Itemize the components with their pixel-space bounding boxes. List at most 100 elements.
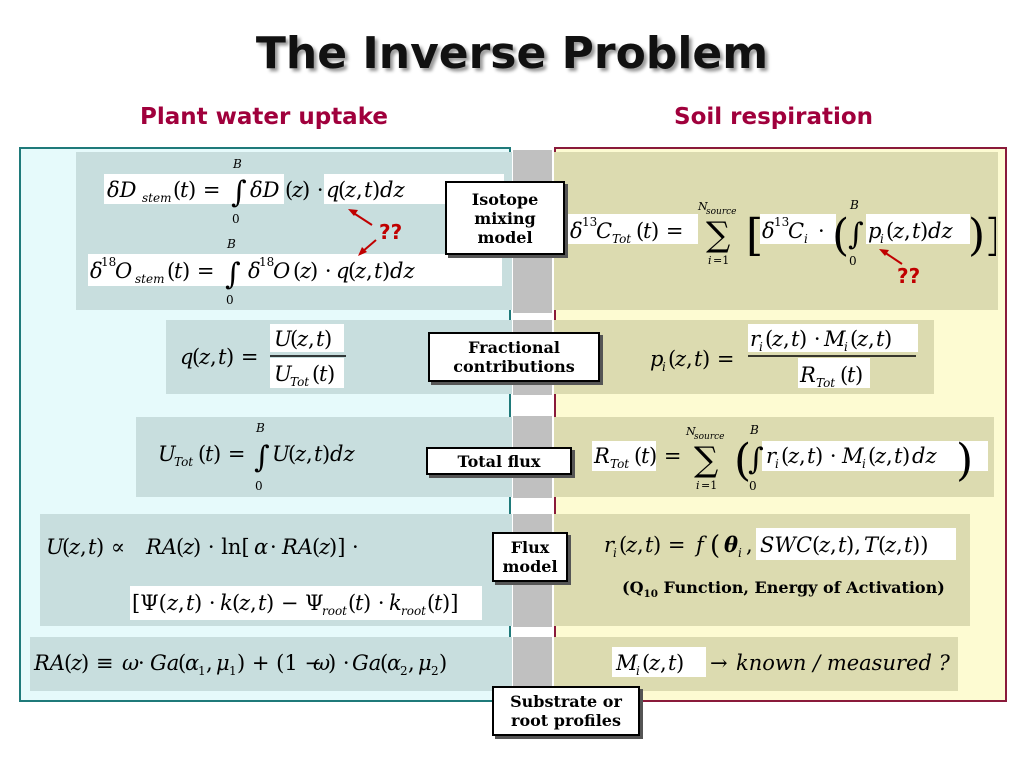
svg-text:13: 13: [582, 215, 597, 229]
svg-text:(: (: [832, 210, 849, 261]
svg-text:dz: dz: [912, 444, 937, 468]
svg-text:(: (: [288, 442, 296, 466]
svg-text:(: (: [619, 533, 627, 557]
svg-text:(: (: [176, 535, 184, 559]
page-title: The Inverse Problem: [255, 28, 769, 79]
svg-text:z: z: [182, 535, 195, 559]
svg-text:t: t: [205, 442, 214, 466]
svg-text:) =: ) =: [651, 219, 683, 243]
svg-text:=1: =1: [713, 254, 729, 267]
svg-text:Tot: Tot: [174, 455, 193, 469]
svg-text:Tot: Tot: [290, 375, 309, 389]
svg-text:(: (: [198, 442, 206, 466]
svg-text:t: t: [838, 533, 847, 557]
svg-text:t: t: [791, 327, 800, 351]
svg-text:z: z: [238, 591, 251, 615]
svg-text:t: t: [258, 591, 267, 615]
svg-text:z: z: [296, 327, 309, 351]
svg-text:z: z: [674, 347, 687, 371]
svg-text:)]: )]: [442, 591, 458, 615]
svg-text:M: M: [615, 651, 638, 675]
svg-text:μ: μ: [216, 651, 230, 675]
svg-text:) ·: ) ·: [363, 591, 385, 615]
svg-text:0: 0: [749, 479, 757, 493]
svg-text:known / measured ?: known / measured ?: [736, 651, 951, 675]
svg-text:) + (1 −: ) + (1 −: [237, 651, 322, 675]
svg-text:z: z: [70, 651, 83, 675]
svg-text:M: M: [823, 327, 846, 351]
svg-text:): ): [902, 444, 910, 468]
svg-text:) ∝: ) ∝: [96, 535, 125, 559]
svg-text:[: [: [746, 210, 763, 261]
svg-text:Tot: Tot: [610, 457, 629, 471]
svg-text:(: (: [290, 327, 298, 351]
svg-text:z: z: [884, 533, 897, 557]
svg-text:) ·: ) ·: [328, 651, 350, 675]
svg-text:,: ,: [206, 651, 213, 675]
svg-text:13: 13: [774, 215, 789, 229]
svg-text:1: 1: [229, 664, 237, 678]
svg-text:(: (: [634, 444, 642, 468]
svg-text:i: i: [738, 546, 742, 560]
svg-text:,: ,: [178, 591, 185, 615]
svg-text:source: source: [706, 207, 737, 217]
svg-text:(: (: [338, 178, 346, 202]
svg-text:t: t: [355, 591, 364, 615]
svg-text:Tot: Tot: [612, 232, 631, 246]
svg-text:) =: ) =: [649, 444, 681, 468]
svg-text:) ·: ) ·: [194, 591, 216, 615]
svg-text:)): )): [912, 533, 928, 557]
svg-text:,: ,: [366, 259, 373, 283]
svg-text:ω: ω: [313, 651, 330, 675]
svg-text:,: ,: [868, 327, 875, 351]
svg-text:): ): [676, 651, 684, 675]
svg-text:,: ,: [637, 533, 644, 557]
svg-text:·: ·: [818, 219, 825, 243]
svg-text:(: (: [348, 591, 356, 615]
isotope-mixing-model-label: Isotope mixing model: [445, 181, 565, 255]
svg-text:RA: RA: [145, 535, 177, 559]
svg-text:source: source: [694, 432, 725, 442]
svg-text:): ): [372, 178, 380, 202]
svg-text:B: B: [849, 198, 859, 212]
svg-text:(: (: [167, 259, 175, 283]
svg-text:(: (: [312, 535, 320, 559]
svg-text:t: t: [876, 327, 885, 351]
svg-text:z: z: [625, 533, 638, 557]
svg-text:z: z: [291, 178, 304, 202]
svg-text:t: t: [314, 442, 323, 466]
svg-text:z: z: [874, 444, 887, 468]
svg-text:): ): [884, 327, 892, 351]
svg-text:t: t: [434, 591, 443, 615]
svg-text:) =: ) =: [188, 178, 220, 202]
svg-text:t: t: [180, 178, 189, 202]
svg-text:t: t: [364, 178, 373, 202]
connector-strip: [513, 637, 552, 692]
svg-text:,: ,: [746, 533, 753, 557]
svg-text:): ): [324, 327, 332, 351]
svg-text:18: 18: [101, 255, 116, 269]
svg-text:z: z: [68, 535, 81, 559]
svg-text:)] ·: )] ·: [329, 535, 359, 559]
svg-text:) =: ) =: [226, 345, 258, 369]
svg-text:M: M: [841, 444, 864, 468]
svg-text:B: B: [749, 423, 759, 437]
svg-text:,: ,: [783, 327, 790, 351]
u-flux-equation: U(z,t) ∝ RA(z) · ln[α·RA(z)] · [Ψ(z,t) ·…: [46, 535, 482, 620]
svg-text:,: ,: [306, 442, 313, 466]
fractional-contributions-label: Fractional contributions: [428, 332, 600, 382]
svg-text:i: i: [804, 232, 808, 246]
svg-text:q: q: [336, 259, 349, 283]
svg-text:): ): [439, 651, 447, 675]
svg-text:·: ·: [138, 651, 145, 675]
svg-text:) ≡: ) ≡: [81, 651, 113, 675]
svg-text:r: r: [766, 444, 778, 468]
svg-text:dz: dz: [380, 178, 405, 202]
svg-text:(: (: [812, 533, 820, 557]
svg-text:,: ,: [408, 651, 415, 675]
svg-text:root: root: [401, 604, 426, 618]
svg-text:N: N: [697, 200, 708, 213]
svg-text:p: p: [650, 347, 663, 371]
svg-text:1: 1: [198, 664, 206, 678]
